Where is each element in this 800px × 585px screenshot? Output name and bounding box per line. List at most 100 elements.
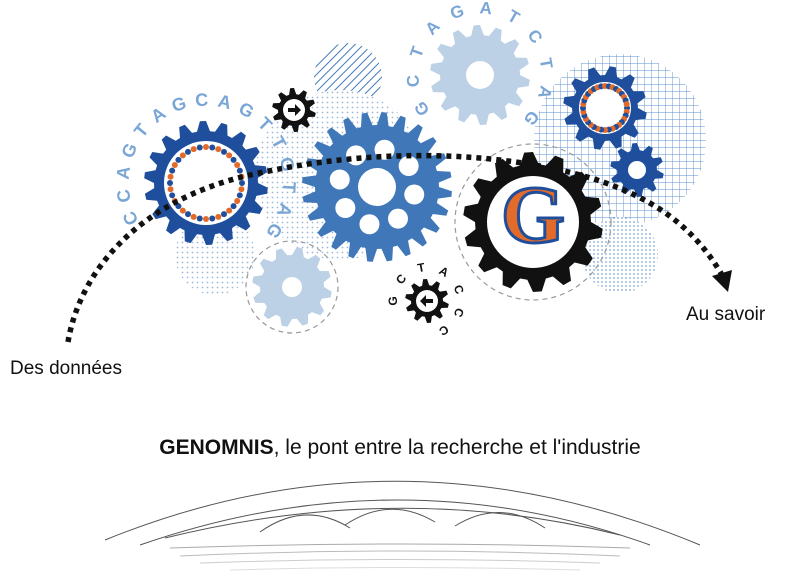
gear-spoke-gap [346, 145, 367, 166]
dna-letter: A [216, 91, 233, 113]
small-dna-gear [563, 66, 647, 150]
gear-hole [628, 161, 646, 179]
dna-letter: A [273, 201, 296, 220]
dna-bead [190, 146, 197, 153]
gear-hole [579, 82, 631, 134]
dna-bead [215, 146, 222, 153]
gear-hole [164, 141, 248, 225]
bridge-illustration [104, 480, 701, 571]
dna-letter: C [524, 26, 547, 47]
flow-arrow-path [65, 152, 725, 343]
dna-bead [169, 167, 176, 174]
brand-name: GENOMNIS [159, 436, 274, 459]
dna-bead [171, 162, 178, 168]
gear-hole [282, 277, 302, 297]
tagline: GENOMNIS, le pont entre la recherche et … [0, 436, 800, 460]
label-from-data: Des données [10, 358, 122, 379]
dna-letter: A [437, 263, 452, 280]
dna-bead [179, 152, 186, 159]
dna-letter: C [403, 74, 423, 88]
dna-bead [190, 213, 197, 220]
gear-hole [358, 168, 396, 206]
dna-bead [221, 211, 227, 218]
dna-bead [167, 180, 173, 186]
dna-bead [236, 167, 243, 174]
dna-letter: C [451, 283, 467, 296]
tagline-text: , le pont entre la recherche et l'indust… [273, 436, 641, 459]
dashed-ring-g-gear [454, 143, 612, 301]
dna-bead [623, 101, 630, 108]
dna-bead [175, 203, 182, 210]
dna-bead [196, 144, 203, 151]
dna-bead [175, 156, 182, 163]
dna-letter: T [406, 43, 428, 60]
black-g-gear: G [463, 152, 603, 292]
label-to-knowledge: Au savoir [686, 304, 766, 325]
dna-letter: G [386, 296, 400, 305]
gear-spoke-gap [335, 197, 356, 218]
dna-bead [185, 211, 191, 218]
dna-bead [239, 180, 245, 186]
dna-bead [196, 215, 203, 222]
dna-letter: C [393, 271, 410, 287]
dna-letter: A [147, 103, 169, 127]
dna-letter: A [422, 17, 444, 39]
dashed-ring-gray-gear [245, 240, 339, 334]
dna-bead [203, 216, 209, 222]
small-gray-gear [252, 247, 332, 327]
dna-bead [226, 207, 233, 214]
arrow-icon [288, 104, 301, 116]
dna-letter: C [195, 90, 209, 111]
dna-bead [238, 186, 245, 193]
dna-bead [209, 144, 216, 151]
dna-bead [185, 148, 191, 155]
gear-spoke-gap [329, 169, 350, 190]
dna-bead [230, 203, 237, 210]
dna-letter: G [169, 93, 189, 116]
dna-letter: A [113, 165, 134, 180]
dna-letter: C [113, 188, 135, 204]
dna-letter: A [534, 84, 556, 101]
dna-bead [234, 198, 241, 204]
dna-bead [230, 156, 237, 163]
gear-hole [487, 176, 579, 268]
dna-letter: C [451, 306, 467, 319]
gear-spoke-gap [387, 208, 408, 229]
gear-spoke-gap [359, 214, 380, 235]
gear-spoke-gap [404, 184, 425, 205]
dna-bead [167, 186, 174, 193]
dna-bead [234, 162, 241, 168]
arrow-gear-bottom [405, 279, 449, 323]
dna-bead [215, 213, 222, 220]
dna-bead [221, 148, 227, 155]
dna-letter: C [436, 322, 451, 339]
dna-bead [236, 192, 243, 199]
flow-arrow-head-icon [712, 270, 732, 292]
dna-bead [179, 207, 186, 214]
dna-bead [226, 152, 233, 159]
dna-bead [169, 192, 176, 199]
dna-letter: T [536, 57, 557, 71]
dna-letter: G [410, 98, 433, 119]
dna-letter: G [117, 140, 141, 161]
dna-bead [209, 215, 216, 222]
gear-hole [466, 61, 494, 89]
dna-ring-gear [144, 121, 268, 245]
dna-letter: G [235, 98, 257, 122]
g-letter: G [501, 169, 565, 260]
dna-letter: G [448, 1, 467, 23]
arrow-gear-top [272, 88, 316, 132]
dna-letter: T [416, 260, 426, 275]
arrow-icon [420, 295, 433, 307]
dna-bead [203, 144, 209, 150]
light-gray-gear [430, 25, 530, 125]
dna-letter: T [130, 120, 152, 141]
dna-letter: C [119, 208, 143, 228]
gear-spoke-gap [398, 156, 419, 177]
dna-bead [167, 173, 174, 180]
dna-letter: T [279, 181, 300, 193]
large-spoked-gear [302, 112, 452, 262]
dna-letter: T [504, 6, 523, 28]
